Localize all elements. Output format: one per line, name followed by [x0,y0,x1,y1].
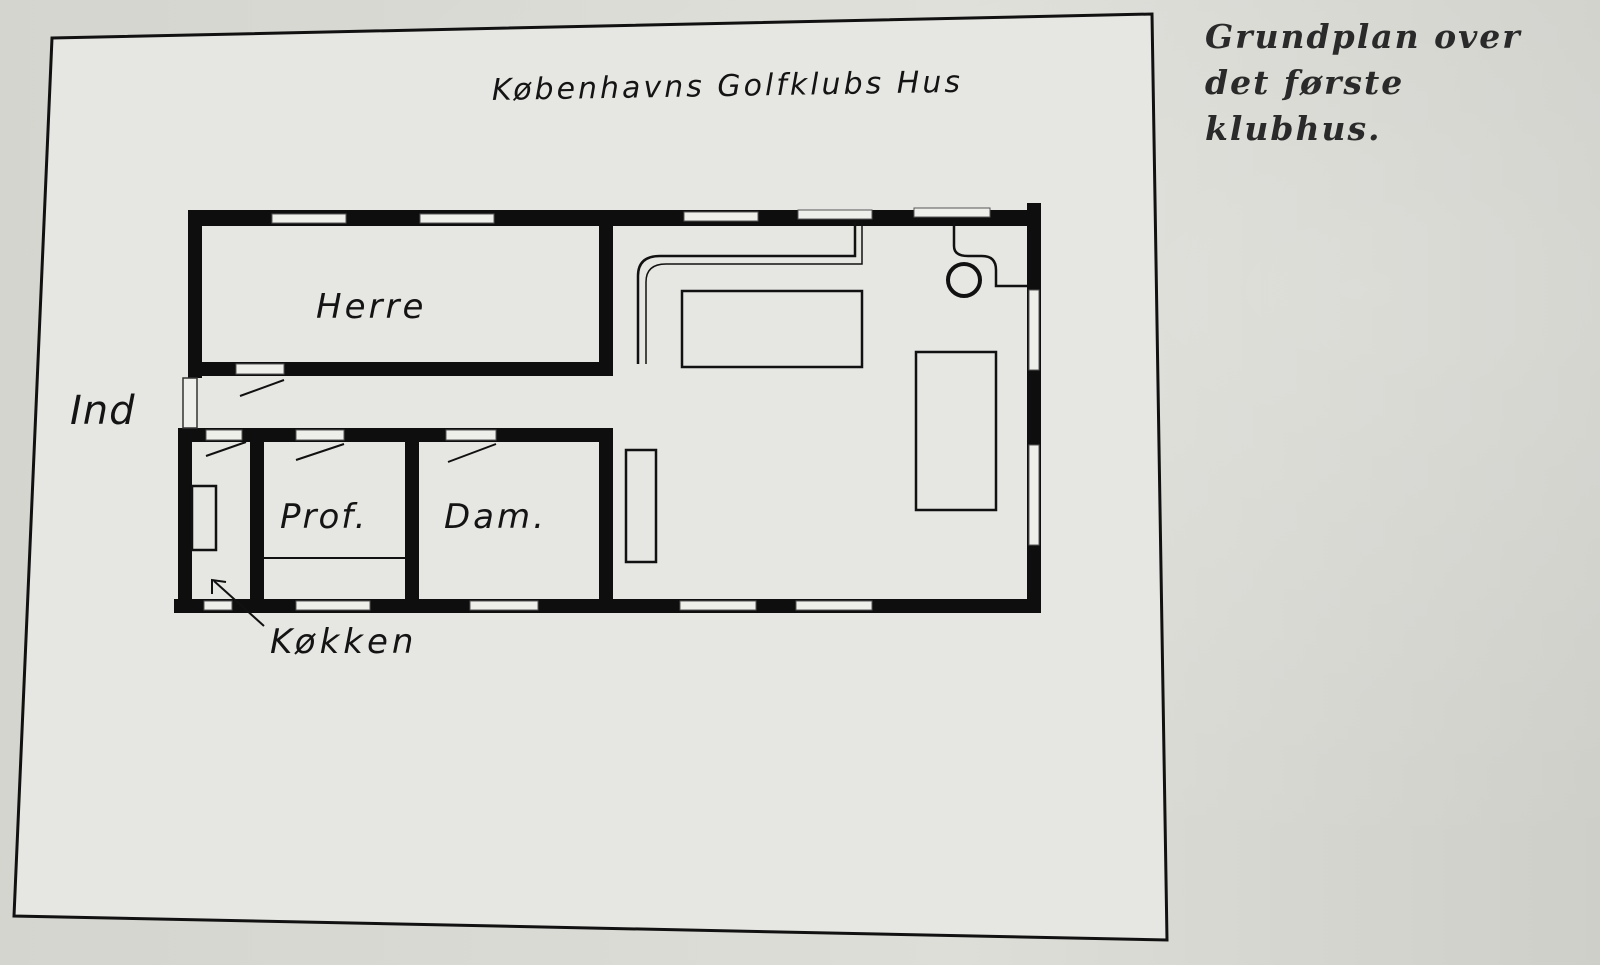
plan-title: Københavns Golfklubs Hus [492,65,964,108]
stove [946,262,982,298]
furniture [190,222,1027,564]
caption-line-2: det første [1205,63,1405,102]
stove-pipe [952,222,1027,288]
figure-caption: Grundplan over det første klubhus. [1205,14,1565,152]
windows [203,207,1040,611]
counter-pipe [636,222,857,364]
caption-line-1: Grundplan over [1205,17,1522,56]
kitchen-label: Køkken [270,622,417,662]
table-right [914,350,998,512]
room-label-dam: Dam. [444,497,547,537]
kitchen-pointer [211,578,265,627]
doors [182,363,497,463]
figure-panel [12,12,1169,942]
bench [624,448,658,564]
room-label-prof: Prof. [280,497,367,537]
entrance-label: Ind [70,388,136,434]
room-label-herre: Herre [316,287,426,327]
counter-pipe-inner [645,222,863,364]
caption-line-3: klubhus. [1205,109,1382,148]
kitchen-counter [190,484,218,552]
table-center [680,289,864,369]
